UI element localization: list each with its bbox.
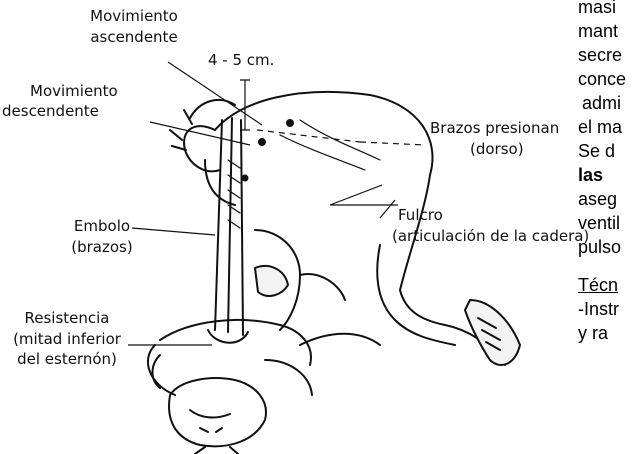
side-text-line: admi: [582, 94, 621, 112]
label-embolo-line2: (brazos): [62, 239, 142, 256]
side-text-line: ventil: [578, 214, 620, 232]
label-fulcro: Fulcro (articulación de la cadera): [392, 207, 589, 244]
side-text-line-bold: las: [578, 166, 603, 184]
label-brazos-presionan: Brazos presionan (dorso): [430, 120, 559, 157]
side-text-line: secre: [578, 46, 622, 64]
label-movimiento-ascendente-line1: Movimiento: [84, 8, 184, 25]
label-embolo: Embolo (brazos): [62, 218, 142, 255]
label-fulcro-line2: (articulación de la cadera): [392, 228, 589, 245]
label-movimiento-descendente: Movimiento descendente: [2, 83, 118, 119]
label-distancia: 4 - 5 cm.: [208, 52, 274, 69]
side-text-line: masi: [578, 0, 616, 16]
label-movimiento-descendente-line1: Movimiento: [2, 83, 118, 100]
label-brazos-presionan-line2: (dorso): [430, 141, 559, 158]
label-resistencia-line3: del esternón): [2, 351, 132, 368]
side-text-line: mant: [578, 22, 618, 40]
label-movimiento-ascendente-line2: ascendente: [84, 29, 184, 46]
label-resistencia-line2: (mitad inferior: [2, 331, 132, 348]
side-text-line: -Instr: [578, 300, 619, 318]
side-text-line: Se d: [578, 142, 615, 160]
side-text-line: el ma: [578, 118, 622, 136]
label-movimiento-descendente-line2: descendente: [2, 103, 118, 120]
side-text-line: y ra: [578, 324, 608, 342]
label-resistencia: Resistencia (mitad inferior del esternón…: [2, 310, 132, 368]
side-text-line: pulso: [578, 238, 621, 256]
label-movimiento-ascendente: Movimiento ascendente: [84, 8, 184, 45]
label-resistencia-line1: Resistencia: [2, 310, 132, 327]
side-text-line: aseg: [578, 190, 617, 208]
side-text-line: conce: [578, 70, 626, 88]
label-embolo-line1: Embolo: [62, 218, 142, 235]
side-text-heading: Técn: [578, 276, 618, 294]
label-brazos-presionan-line1: Brazos presionan: [430, 120, 559, 137]
label-fulcro-line1: Fulcro: [392, 207, 589, 224]
